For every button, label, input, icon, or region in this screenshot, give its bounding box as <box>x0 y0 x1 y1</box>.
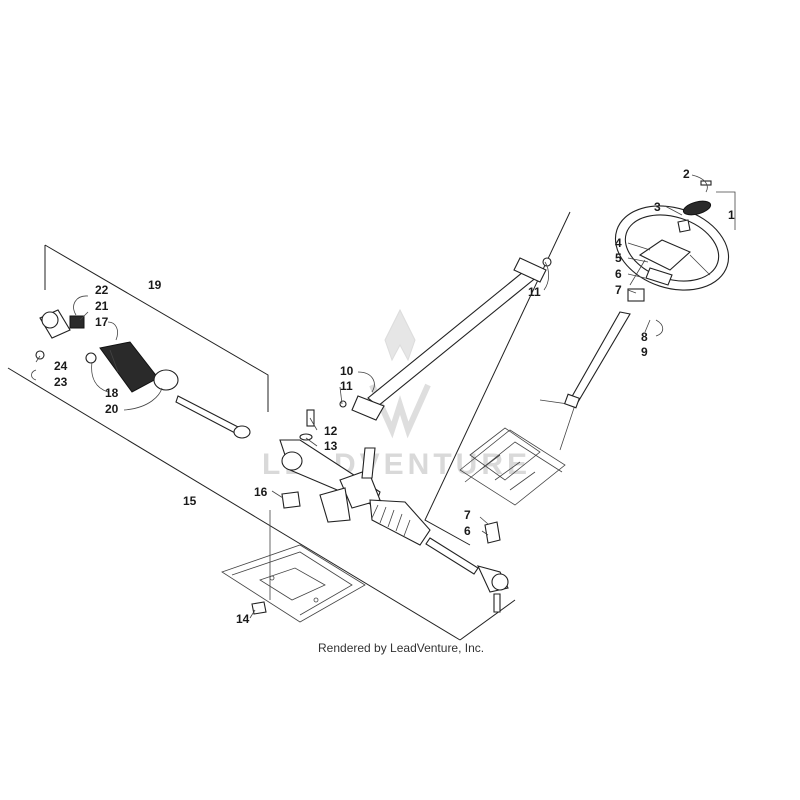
callout-17: 17 <box>95 315 109 329</box>
callout-15: 15 <box>183 494 197 508</box>
callout-23: 23 <box>54 375 68 389</box>
leader-lines <box>31 174 736 619</box>
callout-18: 18 <box>105 386 119 400</box>
callout-14: 14 <box>236 612 250 626</box>
callout-7-lower: 7 <box>464 508 471 522</box>
callout-9: 9 <box>641 345 648 359</box>
callout-1: 1 <box>728 208 735 222</box>
callout-6-lower: 6 <box>464 524 471 538</box>
tie-rod-group-bracket <box>44 244 269 412</box>
callout-2: 2 <box>683 167 690 181</box>
mount-bushing <box>281 491 301 509</box>
nut-14 <box>251 601 267 615</box>
callout-16: 16 <box>254 485 268 499</box>
callout-19: 19 <box>148 278 162 292</box>
callout-8: 8 <box>641 330 648 344</box>
callout-labels: 2 3 1 4 5 6 7 8 9 11 10 11 12 13 19 22 2… <box>54 167 735 626</box>
callout-4: 4 <box>615 236 622 250</box>
callout-6: 6 <box>615 267 622 281</box>
rack-boot-right <box>369 499 431 546</box>
callout-12: 12 <box>324 424 338 438</box>
callout-13: 13 <box>324 439 338 453</box>
steering-shaft-outline <box>424 211 571 546</box>
steering-wheel <box>614 205 730 291</box>
frame-structure <box>459 399 576 506</box>
inner-tie-rods <box>175 395 479 575</box>
bolt-12 <box>299 409 315 441</box>
tie-rod-end-right <box>477 565 509 613</box>
rack-boot-left <box>99 341 159 393</box>
upper-bushing <box>627 288 645 302</box>
callout-11-lower: 11 <box>340 379 353 393</box>
callout-10: 10 <box>340 364 354 378</box>
tie-rod-end-left <box>35 309 85 360</box>
intermediate-shaft <box>339 257 552 421</box>
callout-11-upper: 11 <box>528 285 541 299</box>
callout-3: 3 <box>654 200 661 214</box>
boot-clamp <box>153 369 179 391</box>
render-credit: Rendered by LeadVenture, Inc. <box>318 641 484 655</box>
callout-21: 21 <box>95 299 109 313</box>
callout-24: 24 <box>54 359 68 373</box>
callout-7: 7 <box>615 283 622 297</box>
callout-5: 5 <box>615 251 622 265</box>
rack-assembly-outline <box>7 367 516 641</box>
steering-column-shaft <box>563 311 651 409</box>
callout-22: 22 <box>95 283 109 297</box>
lower-u-joint <box>484 521 501 544</box>
small-clamp <box>85 352 97 364</box>
rack-housing <box>279 439 381 523</box>
floor-panel <box>221 544 366 623</box>
callout-20: 20 <box>105 402 119 416</box>
